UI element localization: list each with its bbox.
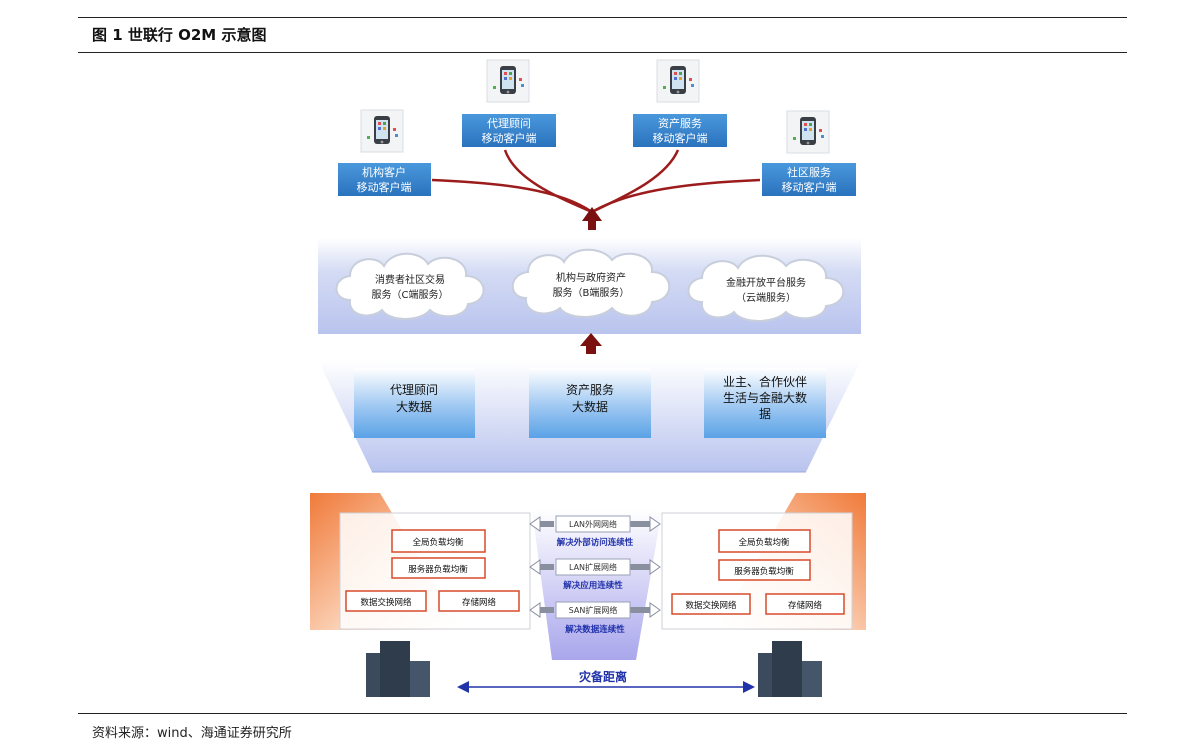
dc-item-box	[345, 590, 427, 612]
dc-item-box	[391, 529, 486, 553]
dc-item-box	[438, 590, 520, 612]
source-note: 资料来源：wind、海通证券研究所	[92, 726, 292, 741]
dc-item-box	[765, 593, 845, 615]
dc-item-label: 全局负载均衡	[412, 537, 464, 548]
bigdata-box	[354, 368, 475, 438]
client-label-line1: 资产服务	[658, 116, 702, 130]
mobile-phone-icon	[486, 59, 530, 103]
title-underline	[78, 52, 1127, 53]
bigdata-line1: 业主、合作伙伴	[723, 374, 807, 389]
cloud-label-line1: 消费者社区交易	[375, 273, 445, 286]
network-funnel	[532, 510, 662, 660]
curve-asset	[591, 149, 680, 214]
cloud-finance: 金融开放平台服务 （云端服务）	[687, 254, 845, 322]
client-institution: 机构客户 移动客户端	[338, 109, 431, 196]
bigdata-box	[529, 368, 651, 438]
network-name: SAN扩展网络	[569, 605, 618, 615]
dc-item-label: 存储网络	[788, 600, 823, 611]
dc-item-label: 全局负载均衡	[738, 537, 790, 548]
dc-item-label: 存储网络	[462, 597, 497, 608]
left-arrow-icon	[529, 516, 541, 532]
dc-item-box	[718, 559, 811, 581]
network-caption: 解决外部访问连续性	[557, 537, 634, 548]
cloud-label-line2: 服务（B端服务）	[553, 286, 630, 299]
mobile-phone-icon	[360, 109, 404, 153]
left-arrow-icon	[529, 559, 541, 575]
up-arrow-to-clients	[582, 207, 602, 230]
mobile-phone-icon	[786, 110, 830, 154]
bigdata-line2: 大数据	[572, 399, 608, 414]
cloud-label-line2: 服务（C端服务）	[372, 288, 449, 301]
building-icon-right	[758, 641, 822, 697]
client-label-line1: 代理顾问	[487, 117, 531, 130]
client-label-box	[762, 163, 856, 196]
building-icon-left	[366, 641, 430, 697]
datacenter-left: 全局负载均衡 服务器负载均衡 数据交换网络 存储网络	[339, 512, 531, 630]
client-label-box	[338, 163, 431, 196]
network-caption: 解决应用连续性	[563, 580, 623, 591]
cloud-shape	[511, 248, 671, 318]
dc-item-label: 服务器负载均衡	[734, 566, 794, 577]
up-arrow-to-services	[580, 333, 602, 354]
dc-item-label: 服务器负载均衡	[408, 564, 468, 575]
client-label-box	[633, 114, 727, 147]
bigdata-asset: 资产服务 大数据	[529, 368, 651, 438]
client-label-box	[462, 114, 556, 147]
bigdata-agent: 代理顾问 大数据	[354, 368, 475, 438]
cloud-consumer: 消费者社区交易 服务（C端服务）	[335, 252, 485, 320]
client-label-line2: 移动客户端	[357, 180, 412, 194]
bigdata-line3: 据	[759, 407, 771, 421]
cloud-label-line1: 金融开放平台服务	[726, 276, 806, 289]
dc-item-label: 数据交换网络	[685, 600, 737, 611]
client-community: 社区服务 移动客户端	[762, 110, 856, 196]
client-label-line2: 移动客户端	[653, 131, 708, 145]
client-agent: 代理顾问 移动客户端	[462, 59, 556, 147]
client-label-line1: 机构客户	[362, 165, 406, 179]
dc-item-box	[671, 593, 751, 615]
right-arrow-icon	[649, 559, 661, 575]
network-box	[555, 558, 631, 576]
bottom-rule	[78, 713, 1127, 714]
bigdata-owners: 业主、合作伙伴 生活与金融大数 据	[704, 368, 826, 438]
client-label-line2: 移动客户端	[782, 180, 837, 194]
cloud-institution: 机构与政府资产 服务（B端服务）	[511, 248, 671, 318]
cloud-shape	[687, 254, 845, 322]
cloud-shape	[335, 252, 485, 320]
dc-item-label: 数据交换网络	[360, 597, 412, 608]
network-name: LAN扩展网络	[569, 562, 617, 572]
network-lan-external: LAN外网网络 解决外部访问连续性	[529, 515, 661, 548]
bigdata-box	[704, 368, 826, 438]
bigdata-line1: 代理顾问	[390, 383, 438, 397]
right-arrow-icon	[649, 516, 661, 532]
curve-community	[591, 178, 761, 214]
cloud-label-line1: 机构与政府资产	[556, 271, 626, 284]
network-box	[555, 601, 631, 619]
client-curves	[431, 149, 761, 214]
datacenter-right: 全局负载均衡 服务器负载均衡 数据交换网络 存储网络	[661, 512, 853, 630]
top-rule	[78, 17, 1127, 18]
left-arrow-icon	[529, 602, 541, 618]
network-box	[555, 515, 631, 533]
curve-institution	[431, 178, 593, 214]
mobile-phone-icon	[656, 59, 700, 103]
network-name: LAN外网网络	[569, 519, 617, 529]
right-arrow-icon	[649, 602, 661, 618]
cloud-label-line2: （云端服务）	[736, 291, 796, 304]
dc-item-box	[391, 557, 486, 579]
curve-agent	[503, 149, 593, 214]
bigdata-line2: 生活与金融大数	[723, 390, 807, 405]
network-lan-extended: LAN扩展网络 解决应用连续性	[529, 558, 661, 591]
figure-title: 图 1 世联行 O2M 示意图	[92, 26, 267, 44]
client-asset: 资产服务 移动客户端	[633, 59, 727, 147]
client-label-line1: 社区服务	[787, 165, 831, 179]
distance-label: 灾备距离	[579, 669, 627, 684]
bigdata-line1: 资产服务	[566, 382, 614, 397]
client-label-line2: 移动客户端	[482, 131, 537, 145]
network-san-extended: SAN扩展网络 解决数据连续性	[529, 601, 661, 635]
dc-item-box	[718, 529, 811, 553]
network-caption: 解决数据连续性	[565, 624, 625, 635]
bigdata-line2: 大数据	[396, 399, 432, 414]
